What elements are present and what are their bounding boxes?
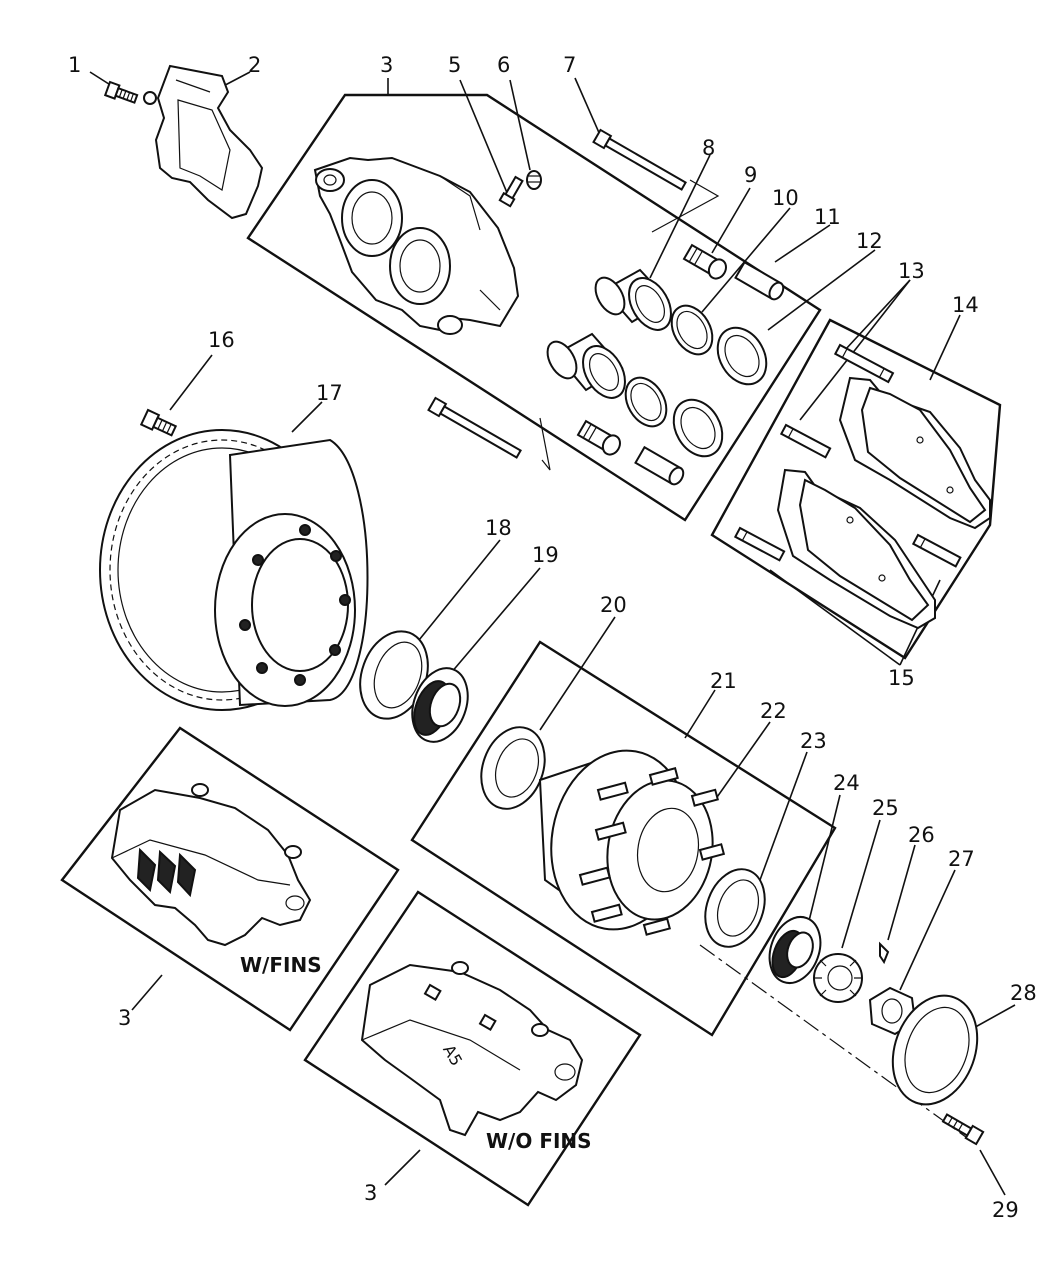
bushing [682, 243, 727, 280]
caliper-without-fins-box: A5 W/O FINS [303, 890, 642, 1207]
guide-pin-lower [427, 396, 522, 459]
inner-bearing-cup [704, 868, 766, 948]
guide-pin [592, 128, 687, 191]
callout-16: 16 [208, 328, 235, 352]
caliper-with-fins-box: W/FINS [60, 726, 400, 1032]
bleeder-cap [526, 170, 542, 190]
rotor-bolt [139, 408, 178, 437]
callout-10: 10 [772, 186, 799, 210]
callout-29: 29 [992, 1198, 1019, 1222]
callout-17: 17 [316, 381, 343, 405]
outer-brake-pad [776, 468, 936, 630]
anti-rattle-clip [833, 343, 895, 384]
callout-1: 1 [68, 53, 81, 77]
callout-28: 28 [1010, 981, 1037, 1005]
inner-bearing [768, 916, 822, 984]
lock-washer [813, 953, 863, 1003]
leader-lines [89, 71, 1016, 1196]
pad-clip-2 [911, 533, 962, 568]
callout-20: 20 [600, 593, 627, 617]
caliper-kit-box [246, 93, 822, 522]
callout-14: 14 [952, 293, 979, 317]
callout-25: 25 [872, 796, 899, 820]
non-finned-caliper: A5 [360, 961, 584, 1137]
caliper-adapter [143, 64, 264, 220]
hub-and-studs [538, 749, 726, 936]
callout-21: 21 [710, 669, 737, 693]
bearing-cup [480, 726, 546, 810]
callout-24: 24 [833, 771, 860, 795]
piston [594, 268, 672, 331]
with-fins-label: W/FINS [240, 953, 322, 977]
callout-15: 15 [888, 666, 915, 690]
callout-8: 8 [702, 136, 715, 160]
callout-13: 13 [898, 259, 925, 283]
inner-brake-pad [838, 376, 991, 530]
hub-assembly-box [410, 640, 837, 1037]
piston-seal-lower [624, 376, 668, 428]
callout-9: 9 [744, 163, 757, 187]
sleeve-lower [634, 445, 685, 486]
pad-clip [733, 526, 786, 562]
callout-19: 19 [532, 543, 559, 567]
callout-3: 3 [380, 53, 393, 77]
callout-labels: 1 2 3 5 6 7 8 9 10 11 12 13 14 15 16 17 … [68, 53, 1037, 1222]
without-fins-label: W/O FINS [486, 1129, 592, 1153]
callout-3-no-fins: 3 [364, 1181, 377, 1205]
dust-boot [716, 326, 768, 386]
caliper-bolt [103, 80, 139, 104]
bleeder-screw [498, 175, 524, 208]
sleeve [734, 260, 785, 301]
piston-lower [546, 332, 626, 399]
bushing-lower [576, 419, 621, 456]
anti-rattle-clip-2 [779, 423, 832, 459]
callout-11: 11 [814, 205, 841, 229]
outer-bearing [411, 667, 469, 743]
callout-2: 2 [248, 53, 261, 77]
callout-5: 5 [448, 53, 461, 77]
callout-12: 12 [856, 229, 883, 253]
dust-boot-lower [672, 398, 724, 458]
callout-6: 6 [497, 53, 510, 77]
callout-7: 7 [563, 53, 576, 77]
callout-23: 23 [800, 729, 827, 753]
callout-3-fins: 3 [118, 1006, 131, 1030]
hub-cap-bolt [941, 1113, 985, 1146]
callout-26: 26 [908, 823, 935, 847]
cotter-pin [879, 941, 890, 965]
hub-cap-gasket [891, 994, 979, 1106]
callout-27: 27 [948, 847, 975, 871]
finned-caliper [110, 783, 312, 947]
callout-18: 18 [485, 516, 512, 540]
brake-pad-kit-box [710, 318, 1002, 660]
callout-22: 22 [760, 699, 787, 723]
brake-rotor [99, 429, 369, 711]
caliper-housing [313, 156, 520, 335]
piston-seal [670, 304, 714, 356]
